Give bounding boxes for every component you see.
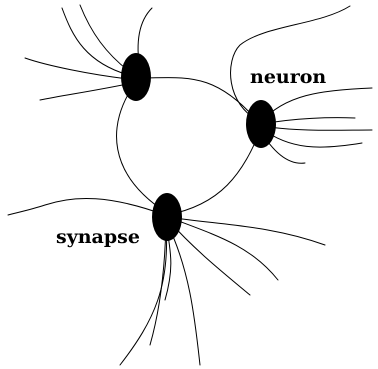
dendrite-b4 (262, 126, 372, 130)
neuron-label: neuron (250, 66, 326, 88)
connection-right-bottom (167, 126, 262, 215)
connection-topleft-right (140, 78, 260, 124)
dendrite-b5 (261, 128, 362, 147)
neuron-node-right (246, 100, 276, 148)
neuron-node-bottom (152, 193, 182, 241)
dendrite-b2 (261, 88, 372, 122)
dendrite-c1 (8, 198, 165, 215)
synapse-label: synapse (56, 226, 140, 248)
neuron-node-top-left (121, 53, 151, 101)
dendrite-c7 (150, 223, 166, 345)
dendrite-a4 (25, 58, 137, 80)
dendrite-c6 (167, 223, 200, 365)
dendrite-c3 (168, 217, 325, 245)
dendrite-b1 (231, 6, 350, 122)
connection-topleft-bottom (117, 82, 167, 213)
